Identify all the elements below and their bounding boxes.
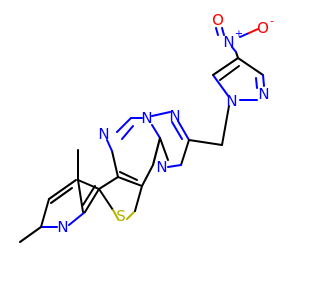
atom-label-group: N N N N N S N N N + O O - <box>57 11 274 236</box>
bond <box>48 179 77 200</box>
bond <box>262 74 265 87</box>
atom-n-nitro: N <box>223 33 234 51</box>
nitro-minus-charge: - <box>270 15 274 28</box>
bond <box>68 211 86 226</box>
bond <box>121 125 134 140</box>
bond <box>212 57 239 76</box>
bond-group <box>19 27 265 243</box>
bond <box>141 164 154 187</box>
bond <box>77 179 100 190</box>
atom-n-pyrimidine: N <box>98 125 109 143</box>
bond <box>106 139 113 152</box>
bond <box>112 209 119 220</box>
bond <box>171 121 183 140</box>
bond <box>119 171 138 181</box>
bond <box>77 179 84 213</box>
atom-n-pyrazole-1: N <box>226 92 237 110</box>
bond <box>117 176 143 187</box>
bond <box>134 185 143 212</box>
bond <box>82 185 96 206</box>
bond <box>219 65 240 81</box>
bond <box>19 226 42 243</box>
bond <box>98 188 114 211</box>
bond <box>50 187 73 204</box>
bond <box>98 176 119 190</box>
molecule-structure-svg: N N N N N S N N N + O O - <box>19 11 274 243</box>
bond <box>151 124 161 139</box>
bond <box>231 46 237 53</box>
bond <box>188 139 223 146</box>
bond <box>167 164 182 168</box>
bond <box>111 150 119 178</box>
bond <box>255 77 258 89</box>
bond <box>215 27 219 36</box>
bond <box>237 57 264 76</box>
bond <box>40 198 50 228</box>
bond <box>235 51 239 59</box>
atom-n-pyrazole-2: N <box>258 85 269 103</box>
atom-s-thiophene: S <box>116 207 126 225</box>
bond <box>221 27 225 36</box>
atom-o-nitro-1: O <box>212 11 224 29</box>
bond <box>221 105 230 146</box>
bond <box>180 139 190 166</box>
atom-n-pyridine: N <box>57 218 68 236</box>
molecule-diagram: N N N N N S N N N + O O - <box>19 11 274 243</box>
bond <box>151 111 171 117</box>
bond <box>248 28 259 34</box>
atom-n-triazole-1: N <box>141 109 152 127</box>
bond <box>126 210 136 220</box>
bond <box>177 120 190 141</box>
atom-n-triazole-2: N <box>169 107 180 125</box>
atom-o-nitro-2: O <box>257 19 269 37</box>
nitro-plus-charge: + <box>235 29 243 40</box>
atom-n-triazole-3: N <box>156 158 167 176</box>
bond <box>212 74 230 98</box>
bond <box>159 137 169 161</box>
bond <box>152 137 161 166</box>
bond <box>239 32 250 38</box>
bond <box>116 117 132 133</box>
bond <box>84 188 100 213</box>
